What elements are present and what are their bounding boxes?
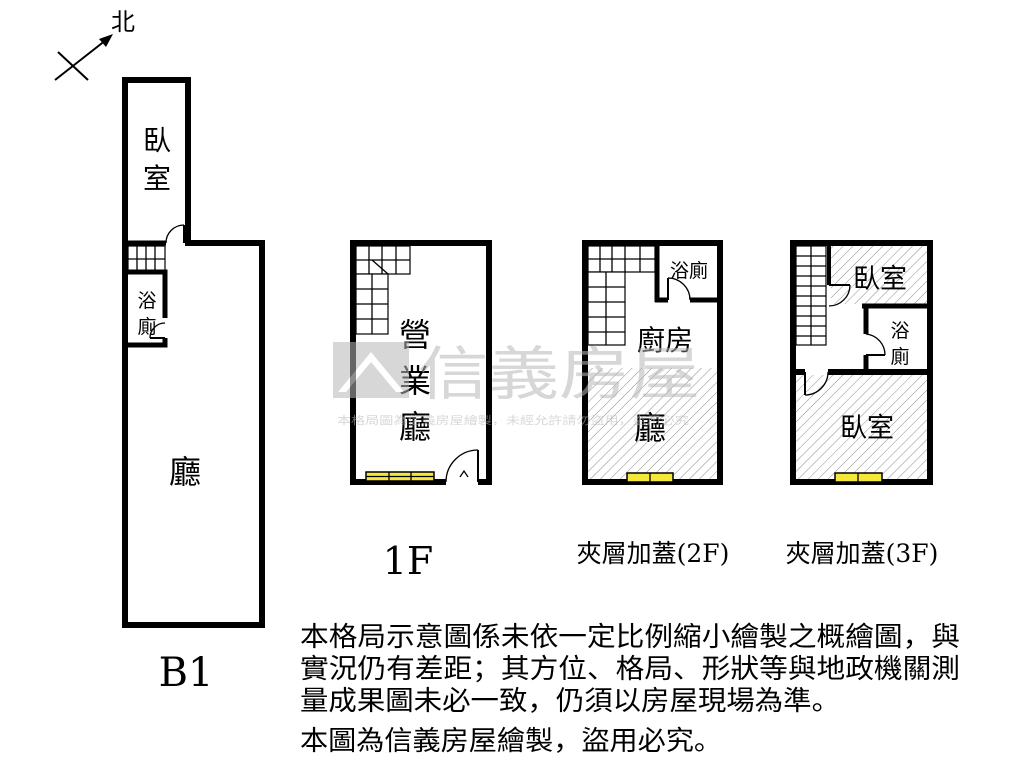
3f-bottom-bedroom-label: 臥室	[840, 413, 894, 444]
watermark: 信義房屋 本格局圖為信義房屋繪製，未經允許請勿盜用，盜用必究	[333, 340, 700, 427]
3f-bottom-bedroom-walls	[796, 369, 930, 396]
entrance-arrow-icon	[459, 469, 469, 478]
1f-floor-label: 1F	[383, 539, 434, 583]
disclaimer-line-2: 實況仍有差距；其方位、格局、形狀等與地政機關測	[300, 654, 960, 685]
1f-window	[365, 471, 435, 482]
b1-bath-walls	[127, 269, 168, 348]
north-arrow-head-icon	[99, 34, 113, 47]
3f-bath-label: 浴廁	[890, 320, 909, 368]
north-arrow-shaft	[54, 39, 107, 81]
b1-outer-wall	[122, 77, 265, 628]
b1-living-label: 廳	[169, 453, 201, 491]
2f-stairs	[587, 245, 656, 346]
3f-window	[834, 472, 883, 483]
b1-bedroom-label: 臥室	[143, 124, 171, 195]
3f-bottom-bedroom-hatch	[796, 375, 927, 479]
2f-hatched-area	[588, 368, 717, 479]
b1-stairs	[127, 245, 166, 273]
2f-living-label: 廳	[634, 409, 666, 447]
north-arrow: 北	[54, 8, 135, 81]
plan-1f: 營業廳 1F	[350, 240, 492, 583]
plan-2f: 浴廁 廚房 廳 夾層加蓋(2F)	[577, 240, 730, 568]
b1-floor-label: B1	[159, 650, 214, 696]
disclaimer-line-1: 本格局示意圖係未依一定比例縮小繪製之概繪圖，與	[300, 622, 960, 653]
2f-window	[626, 472, 674, 483]
2f-floor-label: 夾層加蓋(2F)	[577, 539, 730, 568]
watermark-brand: 信義房屋	[418, 340, 700, 408]
1f-entrance-door	[445, 449, 479, 486]
3f-bath-walls	[863, 304, 886, 374]
disclaimer: 本格局示意圖係未依一定比例縮小繪製之概繪圖，與 實況仍有差距；其方位、格局、形狀…	[300, 622, 960, 757]
3f-top-bedroom-walls	[827, 243, 930, 309]
3f-top-bedroom-label: 臥室	[853, 264, 907, 295]
plan-b1: 臥室 浴廁 廳 B1	[122, 77, 265, 696]
2f-bath-label: 浴廁	[670, 259, 708, 282]
watermark-house-logo-icon	[333, 342, 409, 398]
disclaimer-line-4: 本圖為信義房屋繪製，盜用必究。	[300, 726, 722, 757]
1f-stairs	[355, 245, 411, 335]
watermark-notice: 本格局圖為信義房屋繪製，未經允許請勿盜用，盜用必究	[337, 413, 689, 427]
3f-stairs	[795, 245, 827, 346]
north-label: 北	[111, 8, 135, 36]
disclaimer-line-3: 量成果圖未必一致，仍須以房屋現場為準。	[300, 686, 840, 717]
b1-bath-label: 浴廁	[137, 290, 156, 338]
2f-kitchen-label: 廚房	[637, 324, 693, 357]
plan-3f: 臥室 浴廁 臥室 夾層加蓋(3F)	[786, 240, 939, 568]
3f-top-bedroom-hatch	[831, 246, 927, 304]
b1-bedroom-door	[165, 224, 185, 244]
north-arrow-cross	[57, 51, 89, 81]
2f-bath-walls	[654, 243, 720, 303]
3f-floor-label: 夾層加蓋(3F)	[786, 539, 939, 568]
